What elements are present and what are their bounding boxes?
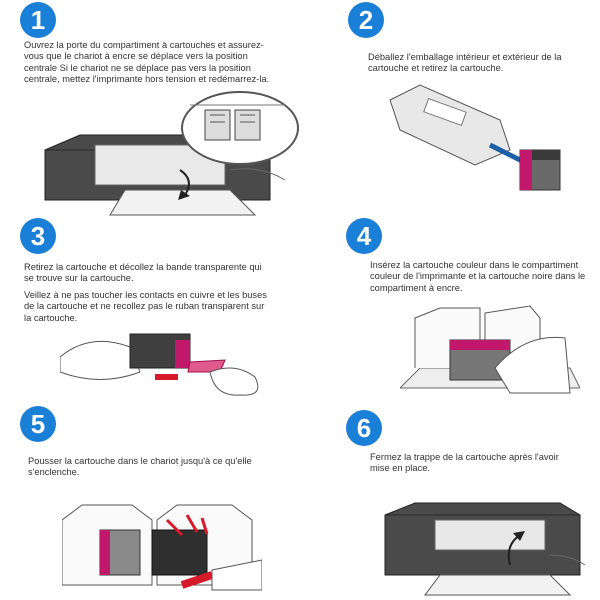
step-4: 4 Insérez la cartouche couleur dans le c… — [300, 200, 600, 400]
step-number-badge: 5 — [20, 406, 56, 442]
step-3-tape-removal-illustration — [60, 322, 270, 400]
step-5-text: Pousser la cartouche dans le chariot jus… — [28, 456, 268, 484]
step-1: 1 Ouvrez la porte du compartiment à cart… — [0, 0, 300, 216]
step-2-text: Déballez l'emballage intérieur et extéri… — [368, 52, 588, 80]
step-number-badge: 1 — [20, 2, 56, 38]
step-3-paragraph-1: Retirez la cartouche et décollez la band… — [24, 262, 262, 284]
step-1-text: Ouvrez la porte du compartiment à cartou… — [24, 40, 270, 91]
step-6: 6 Fermez la trappe de la cartouche après… — [300, 400, 600, 600]
step-1-printer-illustration — [40, 90, 300, 220]
step-number-badge: 4 — [346, 218, 382, 254]
step-5-paragraph-1: Pousser la cartouche dans le chariot jus… — [28, 456, 252, 478]
step-6-text: Fermez la trappe de la cartouche après l… — [370, 452, 570, 480]
step-2: 2 Déballez l'emballage intérieur et exté… — [300, 0, 600, 200]
step-5: 5 Pousser la cartouche dans le chariot j… — [0, 400, 300, 600]
step-4-paragraph-1: Insérez la cartouche couleur dans le com… — [370, 260, 586, 293]
step-2-paragraph-1: Déballez l'emballage intérieur et extéri… — [368, 52, 562, 74]
step-6-paragraph-1: Fermez la trappe de la cartouche après l… — [370, 452, 559, 474]
step-3-text: Retirez la cartouche et décollez la band… — [24, 262, 272, 329]
step-5-push-cartridge-illustration — [62, 490, 262, 600]
step-1-paragraph-1: Ouvrez la porte du compartiment à cartou… — [24, 40, 270, 85]
step-2-cartridge-unpack-illustration — [380, 80, 580, 200]
step-4-text: Insérez la cartouche couleur dans le com… — [370, 260, 590, 299]
step-3: 3 Retirez la cartouche et décollez la ba… — [0, 200, 300, 400]
step-6-close-door-illustration — [380, 495, 590, 600]
step-4-insert-cartridge-illustration — [400, 298, 580, 398]
step-3-paragraph-2: Veillez à ne pas toucher les contacts en… — [24, 289, 267, 323]
step-number-badge: 3 — [20, 218, 56, 254]
step-number-badge: 6 — [346, 410, 382, 446]
step-number-badge: 2 — [348, 2, 384, 38]
